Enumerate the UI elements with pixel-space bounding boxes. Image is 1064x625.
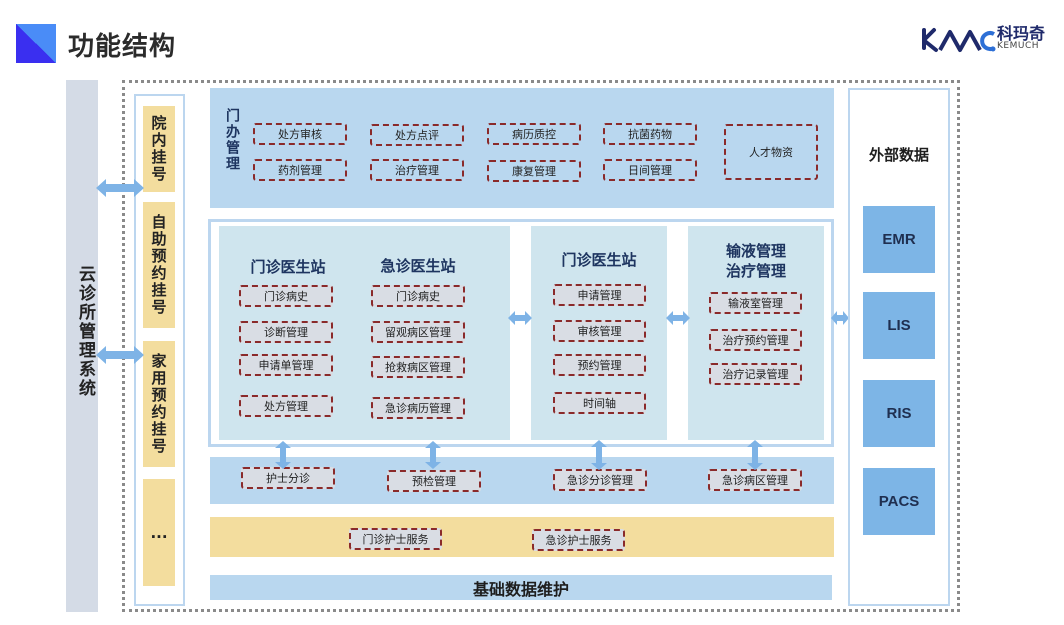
- module-box: 预检管理: [387, 470, 481, 492]
- module-box: 审核管理: [553, 320, 646, 342]
- module-box: 治疗预约管理: [709, 329, 802, 351]
- double-arrow-vertical-icon: [591, 440, 607, 470]
- module-box: 治疗管理: [370, 159, 464, 181]
- module-box: 药剂管理: [253, 159, 347, 181]
- external-system-emr: EMR: [863, 206, 935, 273]
- clinic-management-label: 门办管理: [224, 108, 240, 172]
- module-box: 病历质控: [487, 123, 581, 145]
- module-box: 急诊病区管理: [708, 469, 802, 491]
- brand-name-cn: 科玛奇: [997, 24, 1046, 43]
- panel-title-line2: 治疗管理: [725, 262, 786, 280]
- external-system-lis: LIS: [863, 292, 935, 359]
- double-arrow-vertical-icon: [747, 440, 763, 470]
- external-system-ris: RIS: [863, 380, 935, 447]
- base-data-band: 基础数据维护: [210, 575, 832, 600]
- registration-item: 家用预约挂号: [143, 341, 175, 467]
- cloud-system-bar: [66, 80, 98, 612]
- panel-title: 急诊医生站: [380, 257, 456, 275]
- module-box: 康复管理: [487, 160, 581, 182]
- module-box: 预约管理: [553, 354, 646, 376]
- registration-item: 自助预约挂号: [143, 202, 175, 328]
- double-arrow-horizontal-icon: [508, 311, 532, 325]
- double-arrow-vertical-icon: [275, 441, 291, 469]
- double-arrow-vertical-icon: [425, 441, 441, 469]
- brand-name-en: KEMUCH: [997, 41, 1039, 51]
- module-box: 日间管理: [603, 159, 697, 181]
- panel-title: 门诊医生站: [561, 251, 637, 269]
- module-box: 抗菌药物: [603, 123, 697, 145]
- double-arrow-horizontal-icon: [96, 346, 144, 364]
- kemuch-logo-icon: [922, 28, 996, 52]
- registration-item: 院内挂号: [143, 106, 175, 192]
- module-box: 诊断管理: [239, 321, 333, 343]
- title-logo-square: [16, 24, 56, 63]
- nurse-services-band: [210, 517, 834, 557]
- module-box: 抢救病区管理: [371, 356, 465, 378]
- module-box: 处方点评: [370, 124, 464, 146]
- resources-module-box: 人才物资: [724, 124, 818, 180]
- external-system-pacs: PACS: [863, 468, 935, 535]
- double-arrow-horizontal-icon: [831, 311, 849, 325]
- module-box: 申请管理: [553, 284, 646, 306]
- module-box: 治疗记录管理: [709, 363, 802, 385]
- module-box: 时间轴: [553, 392, 646, 414]
- module-box: 留观病区管理: [371, 321, 465, 343]
- module-box: 处方管理: [239, 395, 333, 417]
- module-box: 输液室管理: [709, 292, 802, 314]
- module-box: 急诊病历管理: [371, 397, 465, 419]
- module-box: 申请单管理: [239, 354, 333, 376]
- module-box: 门诊病史: [371, 285, 465, 307]
- module-box: 急诊分诊管理: [553, 469, 647, 491]
- module-box: 门诊病史: [239, 285, 333, 307]
- module-box: 处方审核: [253, 123, 347, 145]
- cloud-system-label: 云诊所管理系统: [75, 265, 95, 398]
- clinic-management-band: [210, 88, 834, 208]
- panel-title: 门诊医生站: [250, 258, 326, 276]
- double-arrow-horizontal-icon: [96, 179, 144, 197]
- system-frame: [122, 80, 960, 612]
- double-arrow-horizontal-icon: [666, 311, 690, 325]
- panel-title-line1: 输液管理: [725, 242, 786, 260]
- page-title: 功能结构: [68, 32, 177, 62]
- registration-item-more: ...: [143, 479, 175, 586]
- external-data-title: 外部数据: [868, 146, 929, 164]
- module-box: 急诊护士服务: [532, 529, 625, 551]
- module-box: 护士分诊: [241, 467, 335, 489]
- module-box: 门诊护士服务: [349, 528, 442, 550]
